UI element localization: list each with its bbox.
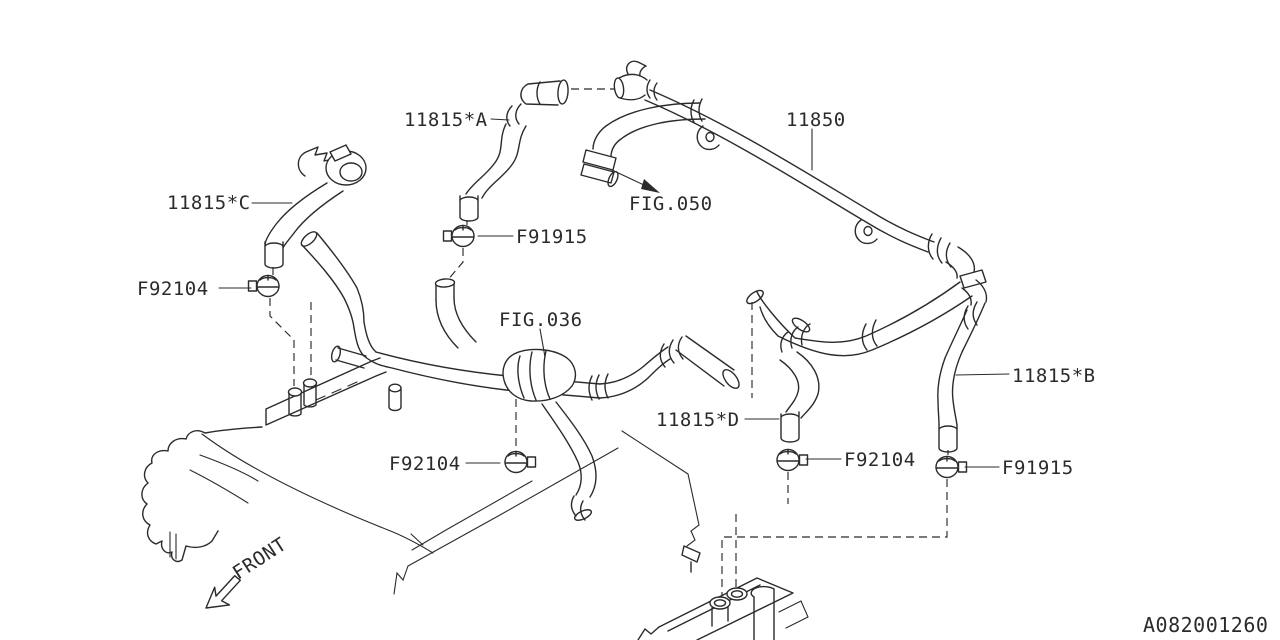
hose-d-top-opening bbox=[791, 317, 811, 333]
pipe-outer-line bbox=[649, 89, 935, 243]
label-f92104-right[interactable]: F92104 bbox=[844, 449, 916, 471]
engine-stud-right bbox=[302, 378, 318, 408]
central-hose-assembly-fig036 bbox=[330, 278, 740, 521]
assembly-inlet-stub bbox=[434, 278, 477, 349]
fig050-arrow bbox=[611, 169, 660, 193]
engine-block-outline bbox=[141, 357, 434, 563]
label-11815c[interactable]: 11815*C bbox=[167, 192, 251, 214]
hose-c-top-connector bbox=[297, 144, 367, 186]
label-f92104-center[interactable]: F92104 bbox=[389, 453, 461, 475]
leader-lines bbox=[218, 118, 1010, 468]
label-11815d[interactable]: 11815*D bbox=[656, 409, 740, 431]
clamp-f92104-left-glyph bbox=[247, 274, 280, 298]
pipe-left-elbow-opening bbox=[613, 77, 625, 99]
hose-11815d bbox=[779, 317, 820, 443]
manifold-port-right bbox=[726, 587, 748, 601]
hose-11815b bbox=[937, 279, 988, 453]
label-11815b[interactable]: 11815*B bbox=[1012, 365, 1096, 387]
label-f92104-left[interactable]: F92104 bbox=[137, 278, 209, 300]
pipe-right-end-fittings bbox=[927, 233, 987, 289]
junction-left-stub bbox=[330, 345, 367, 369]
hose-a-elbow-opening bbox=[557, 79, 569, 105]
clamp-f91915-bottom-glyph bbox=[935, 455, 968, 479]
intake-manifold-outline bbox=[637, 577, 809, 640]
label-f91915-top[interactable]: F91915 bbox=[516, 226, 588, 248]
label-11815a[interactable]: 11815*A bbox=[404, 109, 488, 131]
pipe-mount-tab-2 bbox=[854, 219, 878, 245]
clamp-f91915-top-glyph bbox=[442, 224, 475, 248]
label-fig036[interactable]: FIG.036 bbox=[499, 309, 583, 331]
label-11850[interactable]: 11850 bbox=[786, 109, 846, 131]
hose-11815a bbox=[459, 79, 569, 222]
label-fig050[interactable]: FIG.050 bbox=[629, 193, 713, 215]
dashed-connection-lines bbox=[269, 88, 949, 596]
front-direction-arrow: FRONT bbox=[205, 533, 291, 609]
cutaway-boundary-lines bbox=[393, 430, 701, 595]
hose-b-top-connector bbox=[961, 279, 988, 306]
clamp-f92104-center-glyph bbox=[504, 450, 537, 474]
drawing-number: A082001260 bbox=[1143, 613, 1268, 637]
engine-stud-left bbox=[287, 387, 303, 417]
clamp-f92104-right-glyph bbox=[776, 448, 809, 472]
label-f91915-bottom[interactable]: F91915 bbox=[1002, 457, 1074, 479]
pipe-branch-hose-right bbox=[746, 281, 973, 357]
assembly-stub-to-d bbox=[675, 335, 740, 390]
pipe-mount-tab-1 bbox=[696, 125, 720, 151]
hose-11815c bbox=[264, 144, 367, 329]
fig050-elbow-fitting bbox=[580, 149, 619, 188]
hose-c-mating-stub bbox=[300, 231, 365, 329]
engine-boundary-curve bbox=[201, 433, 434, 554]
branch-hose-tip-opening bbox=[746, 289, 764, 305]
fig036-canister bbox=[502, 348, 577, 402]
front-label: FRONT bbox=[229, 533, 291, 584]
manifold-port-left bbox=[709, 596, 731, 610]
pipe-assembly-11850 bbox=[580, 60, 987, 289]
assembly-lower-branch bbox=[541, 401, 597, 521]
engine-boss-cylinder bbox=[388, 383, 402, 412]
